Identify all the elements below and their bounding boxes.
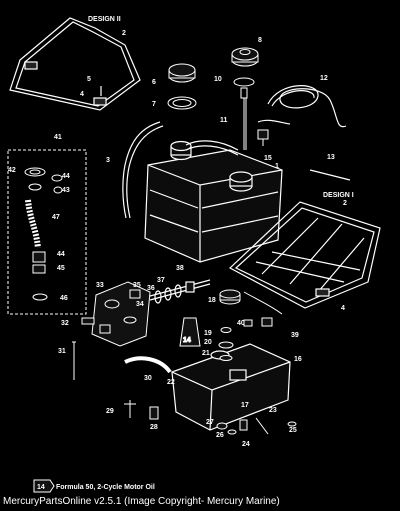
callout-6: 6 xyxy=(152,79,156,86)
callout-33: 33 xyxy=(96,282,104,289)
fuel-tank xyxy=(144,140,283,263)
callout-2: 2 xyxy=(122,30,126,37)
callout-28: 28 xyxy=(150,424,158,431)
callout-21: 21 xyxy=(202,350,210,357)
filler-cap xyxy=(168,63,196,83)
callout-16: 16 xyxy=(294,356,302,363)
callout-15: 15 xyxy=(264,155,272,162)
fitting xyxy=(257,129,269,146)
pickup-tube xyxy=(240,87,248,150)
callout-11: 11 xyxy=(220,117,228,124)
vent-hose xyxy=(122,121,164,219)
callout-2b: 2 xyxy=(343,200,347,207)
legend-text: Formula 50, 2-Cycle Motor Oil xyxy=(56,484,155,491)
callout-23: 23 xyxy=(269,407,277,414)
callout-24: 24 xyxy=(242,441,250,448)
callout-46: 46 xyxy=(60,295,68,302)
callout-1: 1 xyxy=(275,163,279,170)
gauge-gasket xyxy=(233,77,255,87)
callout-38: 38 xyxy=(176,265,184,272)
callout-36: 36 xyxy=(147,285,155,292)
callout-labels: DESIGN II DESIGN I 1 2 2 3 4 4 5 6 7 8 1… xyxy=(8,16,354,448)
small-fittings xyxy=(124,400,159,420)
image-credit: MercuryPartsOnline v2.5.1 (Image Copyrig… xyxy=(3,496,280,507)
callout-44b: 44 xyxy=(57,251,65,258)
legend: 14 Formula 50, 2-Cycle Motor Oil xyxy=(33,479,155,493)
callout-39: 39 xyxy=(291,332,299,339)
reservoir-cap xyxy=(218,289,241,361)
design-1-label: DESIGN I xyxy=(323,192,354,199)
callout-10: 10 xyxy=(214,76,222,83)
callout-40: 40 xyxy=(237,320,245,327)
callout-44: 44 xyxy=(62,173,70,180)
callout-26: 26 xyxy=(216,432,224,439)
oil-pump xyxy=(91,281,151,347)
callout-37: 37 xyxy=(157,277,165,284)
sensor-wire xyxy=(243,291,283,327)
callout-35: 35 xyxy=(133,282,141,289)
callout-5: 5 xyxy=(87,76,91,83)
callout-25: 25 xyxy=(289,427,297,434)
callout-20: 20 xyxy=(204,339,212,346)
callout-18: 18 xyxy=(208,297,216,304)
gauge-cap xyxy=(231,47,259,67)
legend-badge: 14 xyxy=(37,484,45,491)
callout-41: 41 xyxy=(54,134,62,141)
callout-22: 22 xyxy=(167,379,175,386)
callout-13: 13 xyxy=(327,154,335,161)
callout-43: 43 xyxy=(62,187,70,194)
design-2-bracket xyxy=(9,17,141,111)
cap-gasket xyxy=(167,96,197,110)
callout-32: 32 xyxy=(61,320,69,327)
callout-19: 19 xyxy=(204,330,212,337)
callout-4: 4 xyxy=(80,91,84,98)
callout-47: 47 xyxy=(52,214,60,221)
callout-12: 12 xyxy=(320,75,328,82)
lower-fittings xyxy=(216,417,297,435)
callout-8: 8 xyxy=(258,37,262,44)
callout-34: 34 xyxy=(136,301,144,308)
design-2-label: DESIGN II xyxy=(88,16,121,23)
oil-bottle: 14 xyxy=(179,317,201,347)
svg-text:14: 14 xyxy=(183,337,191,344)
rod xyxy=(309,169,351,181)
callout-7: 7 xyxy=(152,101,156,108)
fuel-hose-coil xyxy=(257,85,347,128)
callout-31: 31 xyxy=(58,348,66,355)
callout-30: 30 xyxy=(144,375,152,382)
callout-45: 45 xyxy=(57,265,65,272)
callout-17: 17 xyxy=(241,402,249,409)
design-1-tray xyxy=(228,201,381,309)
pump-rod xyxy=(149,279,211,304)
callout-3: 3 xyxy=(106,157,110,164)
inset-box xyxy=(7,149,87,315)
callout-4b: 4 xyxy=(341,305,345,312)
screws xyxy=(72,317,95,380)
callout-29: 29 xyxy=(106,408,114,415)
oil-hose xyxy=(124,356,172,374)
callout-42: 42 xyxy=(8,167,16,174)
callout-27: 27 xyxy=(206,419,214,426)
